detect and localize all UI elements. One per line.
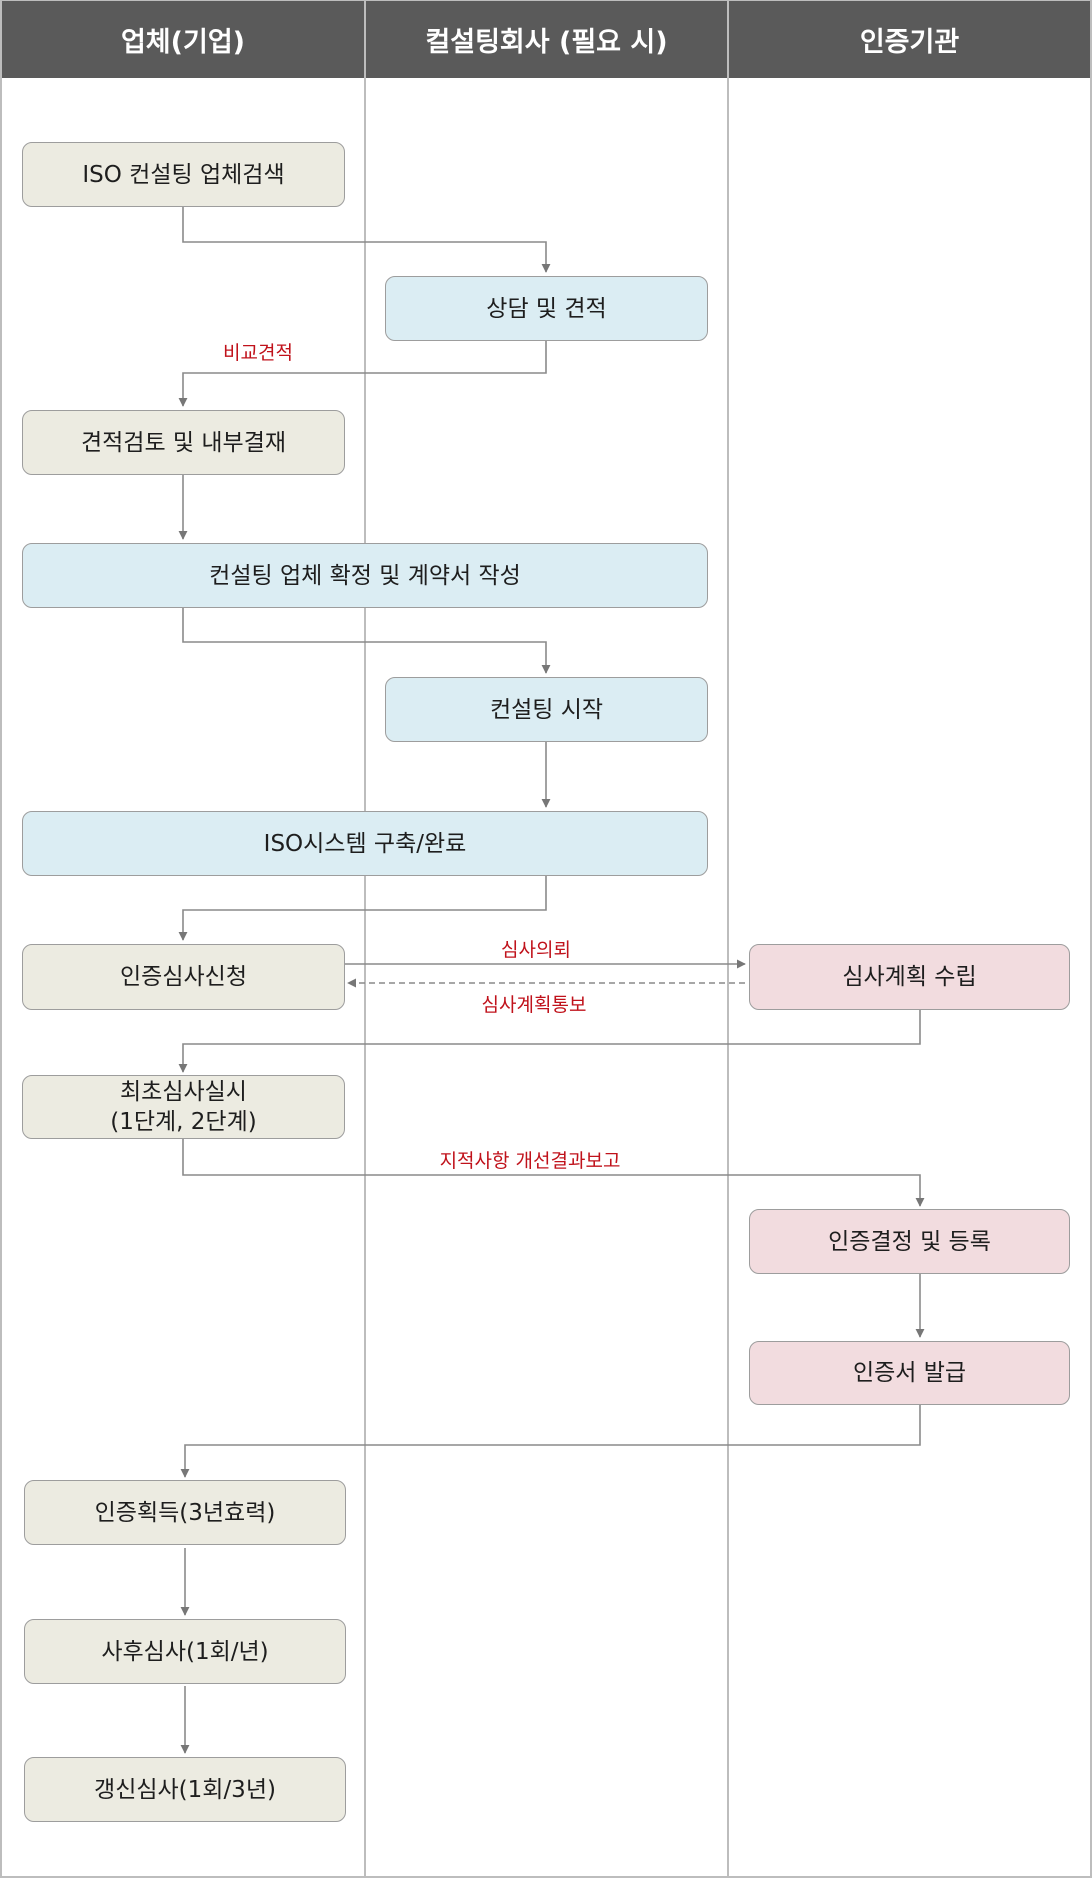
step-system: ISO시스템 구축/완료	[22, 811, 708, 876]
lane-header-company: 업체(기업)	[2, 1, 364, 78]
label-compare: 비교견적	[223, 342, 293, 364]
connector-system-apply	[178, 876, 547, 941]
lane-header-certification: 인증기관	[729, 1, 1090, 78]
connector-search-consult	[182, 207, 551, 273]
step-decision: 인증결정 및 등록	[749, 1209, 1070, 1274]
step-issue: 인증서 발급	[749, 1341, 1070, 1405]
connector-issue-acquire	[180, 1405, 921, 1478]
label-notify: 심사계획통보	[481, 994, 587, 1016]
step-surveillance: 사후심사(1회/년)	[24, 1619, 346, 1684]
step-acquire: 인증획득(3년효력)	[24, 1480, 346, 1545]
label-report: 지적사항 개선결과보고	[439, 1150, 621, 1172]
step-search: ISO 컨설팅 업체검색	[22, 142, 345, 207]
lane-header-consulting: 컬설팅회사 (필요 시)	[366, 1, 727, 78]
step-review: 견적검토 및 내부결재	[22, 410, 345, 475]
label-request: 심사의뢰	[501, 939, 571, 961]
connector-consult-review	[178, 341, 547, 407]
step-plan: 심사계획 수립	[749, 944, 1070, 1010]
step-initial: 최초심사실시 (1단계, 2단계)	[22, 1075, 345, 1139]
step-renewal: 갱신심사(1회/3년)	[24, 1757, 346, 1822]
step-contract: 컨설팅 업체 확정 및 계약서 작성	[22, 543, 708, 608]
connector-contract-start	[182, 608, 551, 674]
connector-initial-decision	[182, 1139, 925, 1207]
step-apply: 인증심사신청	[22, 944, 345, 1010]
step-start: 컨설팅 시작	[385, 677, 708, 742]
step-consult: 상담 및 견적	[385, 276, 708, 341]
connector-plan-initial	[178, 1010, 921, 1073]
